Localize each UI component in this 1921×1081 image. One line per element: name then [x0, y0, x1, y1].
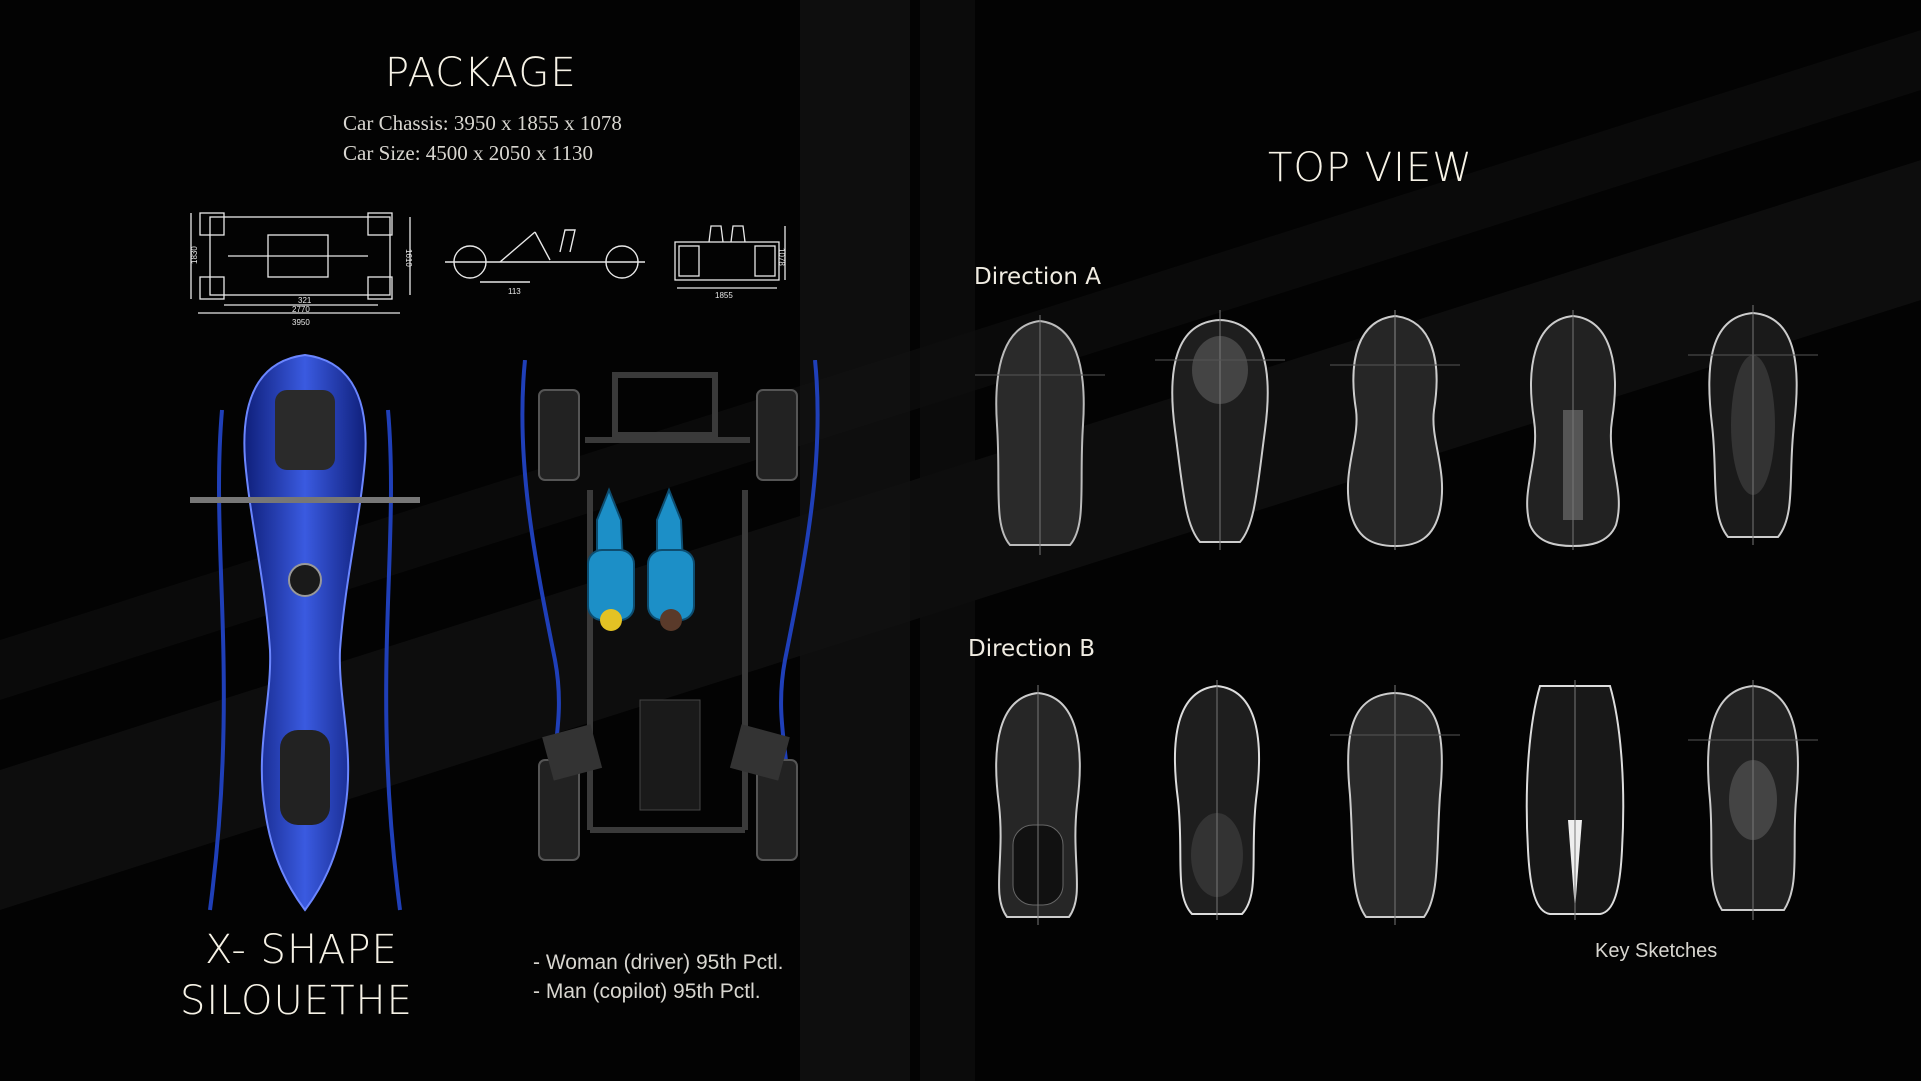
dim-top-width: 1830: [190, 246, 199, 264]
sketch-b1: [995, 685, 1081, 925]
motorcycle-top-image: [190, 353, 420, 912]
top-view-title: TOP VIEW: [1268, 145, 1473, 191]
chassis-front-drawing: 1855 1078: [674, 225, 786, 300]
occupant-driver-note: - Woman (driver) 95th Pctl.: [533, 951, 784, 974]
sketch-b4: [1525, 680, 1625, 920]
dim-wheelbase: 2770: [292, 305, 310, 314]
package-chassis-spec: Car Chassis: 3950 x 1855 x 1078: [343, 111, 622, 135]
sketch-b3: [1330, 685, 1460, 925]
dim-offset: 321: [298, 296, 312, 305]
package-title: PACKAGE: [385, 50, 577, 96]
silhouette-line-1: X- SHAPE: [205, 927, 398, 973]
dim-front-width: 1855: [715, 291, 733, 300]
dim-front-height: 1078: [777, 248, 786, 266]
sketch-a4: [1526, 310, 1620, 550]
direction-b-label: Direction B: [968, 636, 1095, 662]
sketch-a1: [975, 315, 1105, 555]
dim-side-height: 113: [508, 287, 521, 296]
direction-a-label: Direction A: [974, 264, 1101, 290]
dim-length: 3950: [292, 318, 310, 327]
occupant-copilot-note: - Man (copilot) 95th Pctl.: [533, 980, 761, 1003]
key-sketches-label: Key Sketches: [1595, 940, 1718, 962]
sketch-b2: [1173, 680, 1261, 920]
sketch-a5: [1688, 305, 1818, 545]
package-size-spec: Car Size: 4500 x 2050 x 1130: [343, 141, 594, 165]
chassis-side-drawing: 113: [445, 229, 645, 296]
sketch-a3: [1330, 310, 1460, 550]
sketch-a2: [1155, 310, 1285, 550]
sketch-b5: [1688, 680, 1818, 920]
silhouette-line-2: SILOUETHE: [180, 978, 413, 1024]
chassis-occupant-image: [520, 360, 820, 861]
chassis-top-drawing: 1830 1610 321 2770 3950: [190, 212, 413, 327]
dim-top-track: 1610: [404, 249, 413, 267]
